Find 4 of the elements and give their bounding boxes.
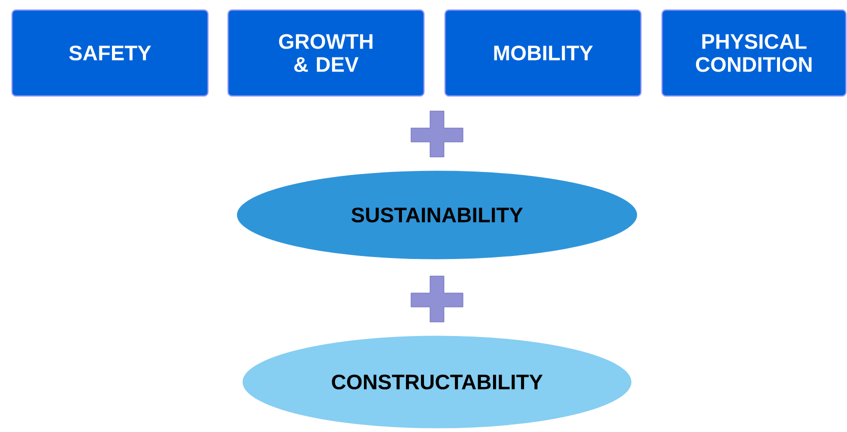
- category-box: SAFETY: [11, 9, 209, 97]
- category-box: GROWTH & DEV: [227, 9, 425, 97]
- category-box: MOBILITY: [444, 9, 642, 97]
- category-box: PHYSICAL CONDITION: [661, 9, 847, 97]
